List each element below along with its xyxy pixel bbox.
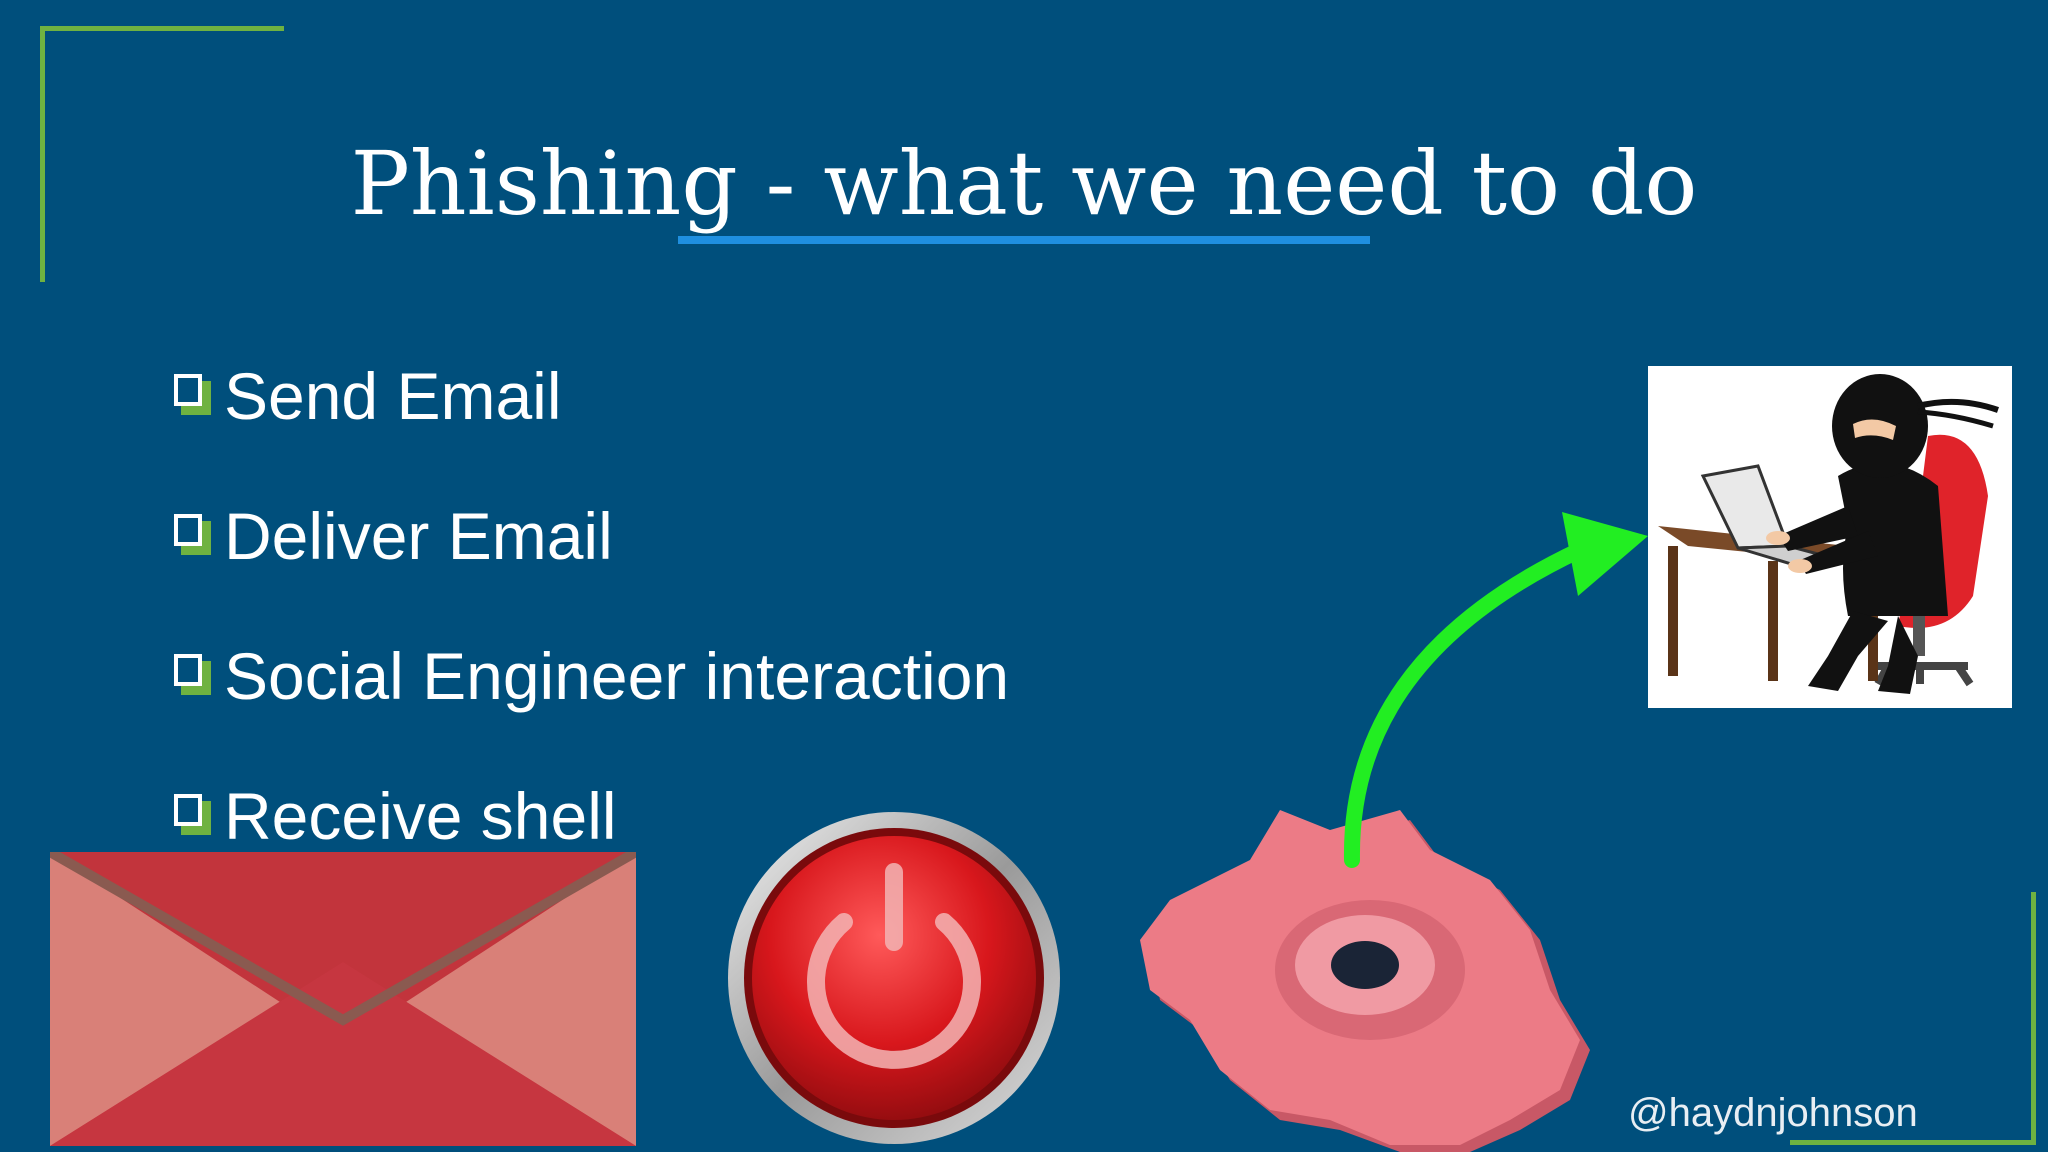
- bullet-item: Send Email: [174, 350, 1009, 490]
- corner-accent-bottom-right-horizontal: [1790, 1140, 2036, 1145]
- curved-arrow-icon: [1343, 512, 1648, 868]
- bullet-item: Receive shell: [174, 770, 1009, 910]
- bullet-text: Send Email: [224, 359, 562, 433]
- author-handle: @haydnjohnson: [1628, 1091, 1918, 1135]
- envelope-icon: [50, 852, 636, 1146]
- bullet-item: Deliver Email: [174, 490, 1009, 630]
- bullet-text: Social Engineer interaction: [224, 639, 1010, 713]
- hacker-at-laptop-illustration: [1658, 374, 1999, 694]
- bullet-list: Send Email Deliver Email Social Engineer…: [174, 350, 1009, 910]
- power-button-icon: [728, 812, 1060, 1144]
- checkbox-bullet-icon: [174, 514, 214, 558]
- corner-accent-top-left-vertical: [40, 26, 45, 282]
- title-underline: [678, 236, 1370, 244]
- corner-accent-top-left-horizontal: [40, 26, 284, 31]
- bullet-text: Deliver Email: [224, 499, 613, 573]
- corner-accent-bottom-right-vertical: [2031, 892, 2036, 1145]
- checkbox-bullet-icon: [174, 374, 214, 418]
- bullet-text: Receive shell: [224, 779, 617, 853]
- checkbox-bullet-icon: [174, 794, 214, 838]
- slide-title: Phishing - what we need to do: [350, 132, 1698, 235]
- gear-icon: [1140, 810, 1590, 1152]
- hacker-illustration: [1648, 366, 2012, 708]
- checkbox-bullet-icon: [174, 654, 214, 698]
- bullet-item: Social Engineer interaction: [174, 630, 1009, 770]
